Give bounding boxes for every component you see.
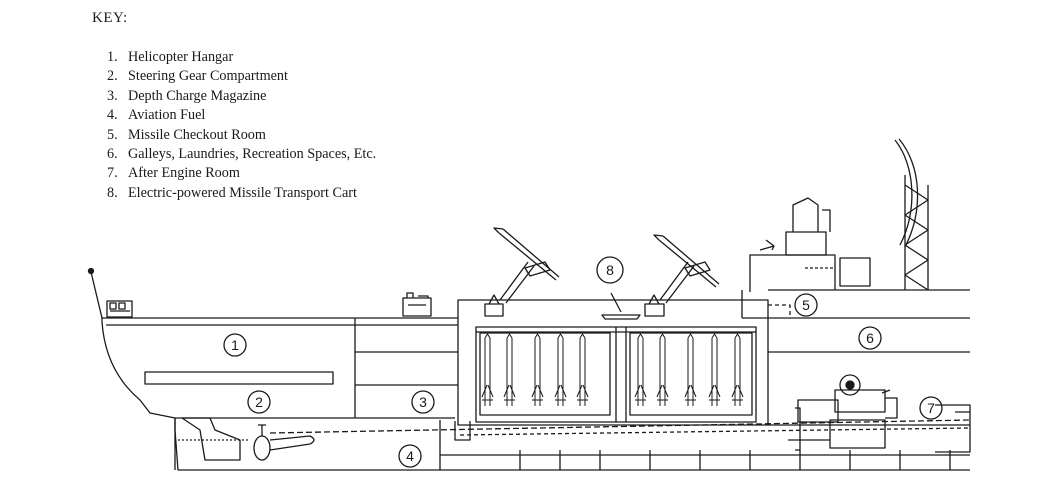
internal-decks xyxy=(768,351,971,453)
helicopter-hangar xyxy=(144,318,458,418)
superstructure xyxy=(741,197,970,319)
callout-3: 3 xyxy=(411,390,435,414)
key-item: 7.After Engine Room xyxy=(107,165,240,182)
key-item: 8.Electric-powered Missile Transport Car… xyxy=(107,184,357,201)
key-item: 3.Depth Charge Magazine xyxy=(107,87,267,104)
key-item: 5.Missile Checkout Room xyxy=(107,126,266,143)
key-item: 2.Steering Gear Compartment xyxy=(107,68,288,85)
svg-text:7: 7 xyxy=(927,400,935,416)
key-item: 1.Helicopter Hangar xyxy=(107,49,234,65)
callout-8: 8 xyxy=(606,262,614,278)
engine-machinery xyxy=(788,374,898,451)
radar-antenna xyxy=(894,138,929,291)
callout-4: 4 xyxy=(398,444,422,468)
hull xyxy=(101,317,970,471)
missile-transport-cart xyxy=(596,256,641,320)
missile-launcher-fwd xyxy=(644,234,720,317)
callout-6: 6 xyxy=(858,326,882,350)
key-list: 1.Helicopter Hangar 2.Steering Gear Comp… xyxy=(107,48,376,203)
callout-7: 7 xyxy=(919,396,943,420)
stern-mast xyxy=(87,267,133,319)
svg-text:4: 4 xyxy=(406,448,414,464)
svg-text:2: 2 xyxy=(255,394,263,410)
svg-text:8: 8 xyxy=(606,262,614,278)
keel-details xyxy=(178,417,971,470)
missile-magazine xyxy=(457,299,769,426)
callout-2: 2 xyxy=(247,390,271,414)
svg-text:5: 5 xyxy=(802,297,810,313)
svg-text:3: 3 xyxy=(419,394,427,410)
svg-text:1: 1 xyxy=(231,337,239,353)
callout-5: 5 xyxy=(794,293,818,317)
svg-text:6: 6 xyxy=(866,330,874,346)
key-item: 6.Galleys, Laundries, Recreation Spaces,… xyxy=(107,146,377,163)
key-item: 4.Aviation Fuel xyxy=(107,107,206,124)
missile-launcher-aft xyxy=(484,227,560,317)
deck-fitting xyxy=(402,292,432,317)
callout-1: 1 xyxy=(223,333,247,357)
stored-missiles xyxy=(481,333,744,406)
key-heading: KEY: xyxy=(92,10,128,26)
